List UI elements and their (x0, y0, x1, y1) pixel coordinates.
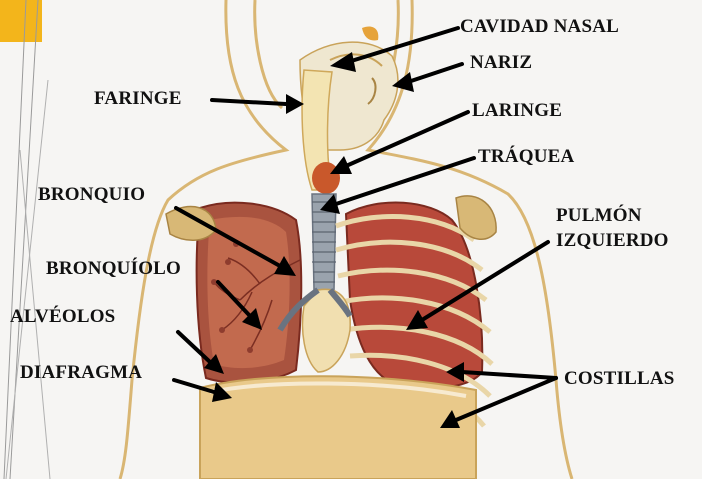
label-bronquio: BRONQUIO (38, 184, 145, 206)
right-lung-shape (166, 203, 301, 383)
label-pulmon-line1: PULMÓN (556, 205, 642, 227)
arrow-nariz (408, 64, 462, 82)
label-costillas: COSTILLAS (564, 368, 675, 390)
label-pulmon-line2: IZQUIERDO (556, 230, 669, 252)
label-laringe: LARINGE (472, 100, 562, 122)
label-cavidad-nasal: CAVIDAD NASAL (460, 16, 619, 38)
label-nariz: NARIZ (470, 52, 532, 74)
arrow-traquea (336, 158, 474, 204)
label-faringe: FARINGE (94, 88, 182, 110)
label-diafragma: DIAFRAGMA (20, 362, 142, 384)
label-traquea: TRÁQUEA (478, 146, 574, 168)
label-bronquiolo: BRONQUÍOLO (46, 258, 181, 280)
label-alveolos: ALVÉOLOS (10, 306, 115, 328)
